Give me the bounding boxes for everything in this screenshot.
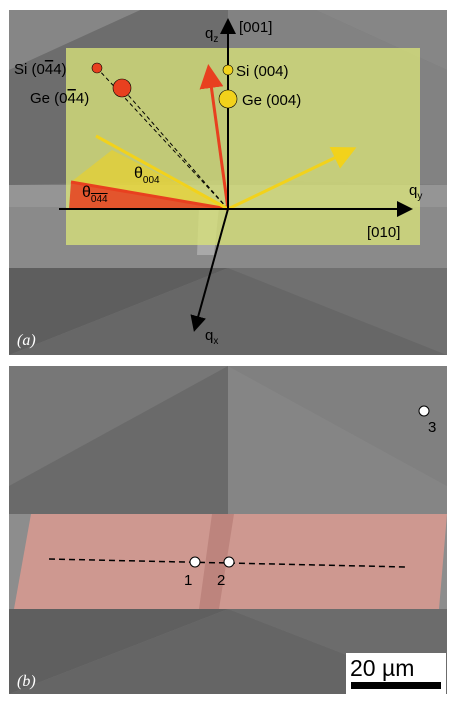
point-2-marker bbox=[223, 556, 235, 568]
yellow-diffracted-arrow bbox=[227, 146, 357, 211]
ge-044-guide bbox=[121, 87, 229, 210]
si-044-label: Si (044) bbox=[14, 61, 67, 78]
qy-direction-label: [010] bbox=[367, 224, 400, 241]
scale-bar-label: 20 µm bbox=[350, 655, 414, 681]
si-044-point bbox=[91, 62, 103, 74]
red-diffracted-arrow bbox=[199, 64, 230, 210]
panel-b-tag: (b) bbox=[17, 673, 36, 690]
theta-044-label: θ044 bbox=[82, 184, 108, 205]
ge-044-point bbox=[112, 78, 132, 98]
panel-a: qz [001] qy [010] qx Si (044) Ge (044) S… bbox=[9, 10, 447, 355]
scale-bar bbox=[351, 682, 441, 689]
ge-004-point bbox=[218, 89, 238, 109]
si-004-point bbox=[222, 64, 234, 76]
point-2-label: 2 bbox=[217, 572, 225, 589]
panel-b: 1 2 3 20 µm (b) bbox=[9, 366, 447, 694]
si-004-label: Si (004) bbox=[236, 63, 289, 80]
theta-004-label: θ004 bbox=[134, 165, 160, 186]
ge-004-label: Ge (004) bbox=[242, 92, 301, 109]
ge-044-label: Ge (044) bbox=[30, 90, 89, 107]
trench bbox=[199, 514, 234, 609]
qx-axis bbox=[190, 208, 229, 332]
panel-a-tag: (a) bbox=[17, 332, 36, 349]
red-incident-beam bbox=[70, 180, 229, 211]
point-1-label: 1 bbox=[184, 572, 192, 589]
qy-label: qy bbox=[409, 182, 422, 202]
point-3-label: 3 bbox=[428, 419, 436, 436]
point-1-marker bbox=[189, 556, 201, 568]
panel-a-figure: qz [001] qy [010] qx Si (044) Ge (044) S… bbox=[9, 10, 447, 355]
yellow-incident-beam bbox=[95, 134, 229, 211]
qx-label: qx bbox=[205, 327, 218, 347]
point-3-marker bbox=[418, 405, 430, 417]
panel-b-figure: 1 2 3 20 µm (b) bbox=[9, 366, 447, 694]
qz-direction-label: [001] bbox=[239, 19, 272, 36]
qz-label: qz bbox=[205, 25, 218, 45]
theta-004-wedge bbox=[71, 150, 228, 209]
